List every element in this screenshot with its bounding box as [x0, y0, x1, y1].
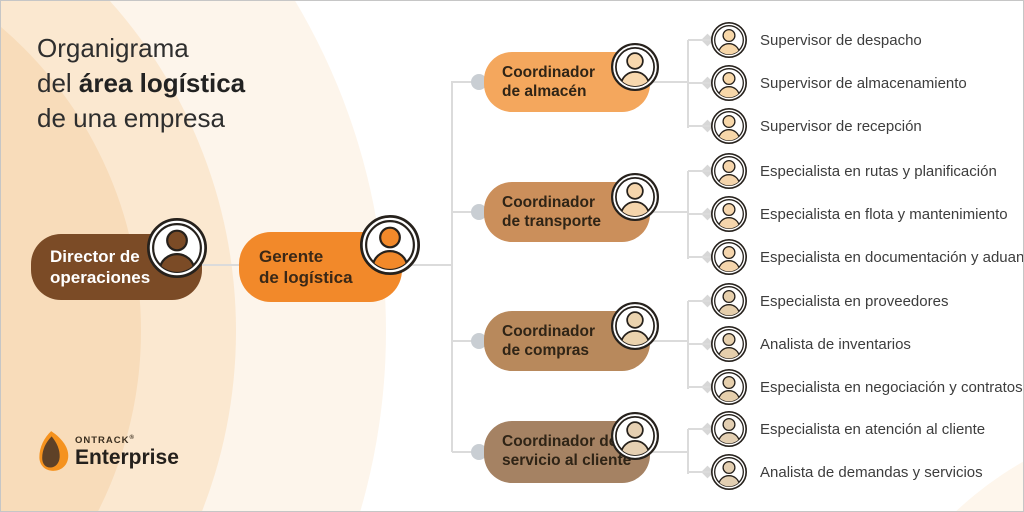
node-label-line: Coordinador de: [502, 433, 618, 450]
report-label: Especialista en negociación y contratos: [760, 378, 1023, 396]
report-node: Especialista en negociación y contratos: [688, 369, 1023, 405]
connector-branch-transporte: [452, 211, 484, 213]
person-avatar-icon: [611, 43, 659, 91]
node-label-line: Coordinador: [502, 323, 595, 340]
report-label: Especialista en rutas y planificación: [760, 162, 997, 180]
report-node: Especialista en atención al cliente: [688, 411, 985, 447]
branch-dot-compras: [471, 333, 487, 349]
node-label-line: de transporte: [502, 213, 602, 230]
brand-logo: ONTRACK® Enterprise: [37, 430, 179, 472]
branch-dot-transporte: [471, 204, 487, 220]
node-label-line: operaciones: [50, 268, 151, 287]
connector-feed-almacen: [649, 81, 689, 83]
branch-dot-servicio: [471, 444, 487, 460]
brand-product: Enterprise: [75, 446, 179, 470]
report-label: Especialista en atención al cliente: [760, 420, 986, 438]
report-node: Supervisor de recepción: [688, 108, 922, 144]
ontrack-pin-icon: [39, 431, 69, 471]
title-line-1: Organigrama: [37, 33, 189, 63]
report-node: Analista de demandas y servicios: [688, 454, 983, 490]
person-avatar-icon: [711, 153, 747, 189]
person-avatar-icon: [711, 239, 747, 275]
person-avatar-icon: [611, 302, 659, 350]
node-label-line: Gerente: [259, 247, 324, 266]
registered-mark: ®: [129, 434, 135, 441]
connector-trunk-servicio: [687, 429, 689, 474]
person-avatar-icon: [711, 411, 747, 447]
person-avatar-icon: [711, 22, 747, 58]
person-avatar-icon: [711, 326, 747, 362]
connector-feed-compras: [649, 340, 689, 342]
report-label: Especialista en proveedores: [760, 292, 949, 310]
person-avatar-icon: [711, 108, 747, 144]
connector-branch-almacen: [452, 81, 484, 83]
report-node: Supervisor de almacenamiento: [688, 65, 967, 101]
person-avatar-icon: [711, 196, 747, 232]
connector-branch-compras: [452, 340, 484, 342]
connector-feed-servicio: [649, 451, 689, 453]
node-label-line: de logística: [259, 268, 353, 287]
node-label-line: Director de: [50, 247, 140, 266]
report-node: Especialista en proveedores: [688, 283, 948, 319]
report-label: Analista de inventarios: [760, 335, 911, 353]
person-avatar-icon: [711, 369, 747, 405]
title-line-3: de una empresa: [37, 103, 225, 133]
page-title: Organigrama del área logística de una em…: [37, 31, 245, 136]
node-label-line: de compras: [502, 342, 590, 359]
person-avatar-icon: [147, 218, 207, 278]
node-label-line: servicio al cliente: [502, 452, 632, 469]
report-node: Especialista en documentación y aduanas: [688, 239, 1024, 275]
person-avatar-icon: [711, 283, 747, 319]
report-label: Especialista en documentación y aduanas: [760, 248, 1024, 266]
title-line-2-prefix: del: [37, 68, 79, 98]
person-avatar-icon: [360, 215, 420, 275]
brand-name: ONTRACK®: [75, 434, 135, 447]
report-node: Analista de inventarios: [688, 326, 911, 362]
report-node: Supervisor de despacho: [688, 22, 922, 58]
person-avatar-icon: [711, 65, 747, 101]
connector-branch-servicio: [452, 451, 484, 453]
report-label: Especialista en flota y mantenimiento: [760, 205, 1008, 223]
node-label-line: Coordinador: [502, 194, 595, 211]
person-avatar-icon: [611, 173, 659, 221]
connector-left-trunk: [451, 81, 453, 452]
branch-dot-almacen: [471, 74, 487, 90]
report-label: Supervisor de despacho: [760, 31, 922, 49]
person-avatar-icon: [711, 454, 747, 490]
report-label: Supervisor de almacenamiento: [760, 74, 967, 92]
node-label-line: Coordinador: [502, 64, 595, 81]
title-line-2-bold: área logística: [78, 68, 246, 98]
report-node: Especialista en flota y mantenimiento: [688, 196, 1008, 232]
report-label: Supervisor de recepción: [760, 117, 922, 135]
connector-feed-transporte: [649, 211, 689, 213]
node-label-line: de almacén: [502, 83, 587, 100]
report-node: Especialista en rutas y planificación: [688, 153, 997, 189]
person-avatar-icon: [611, 412, 659, 460]
report-label: Analista de demandas y servicios: [760, 463, 983, 481]
